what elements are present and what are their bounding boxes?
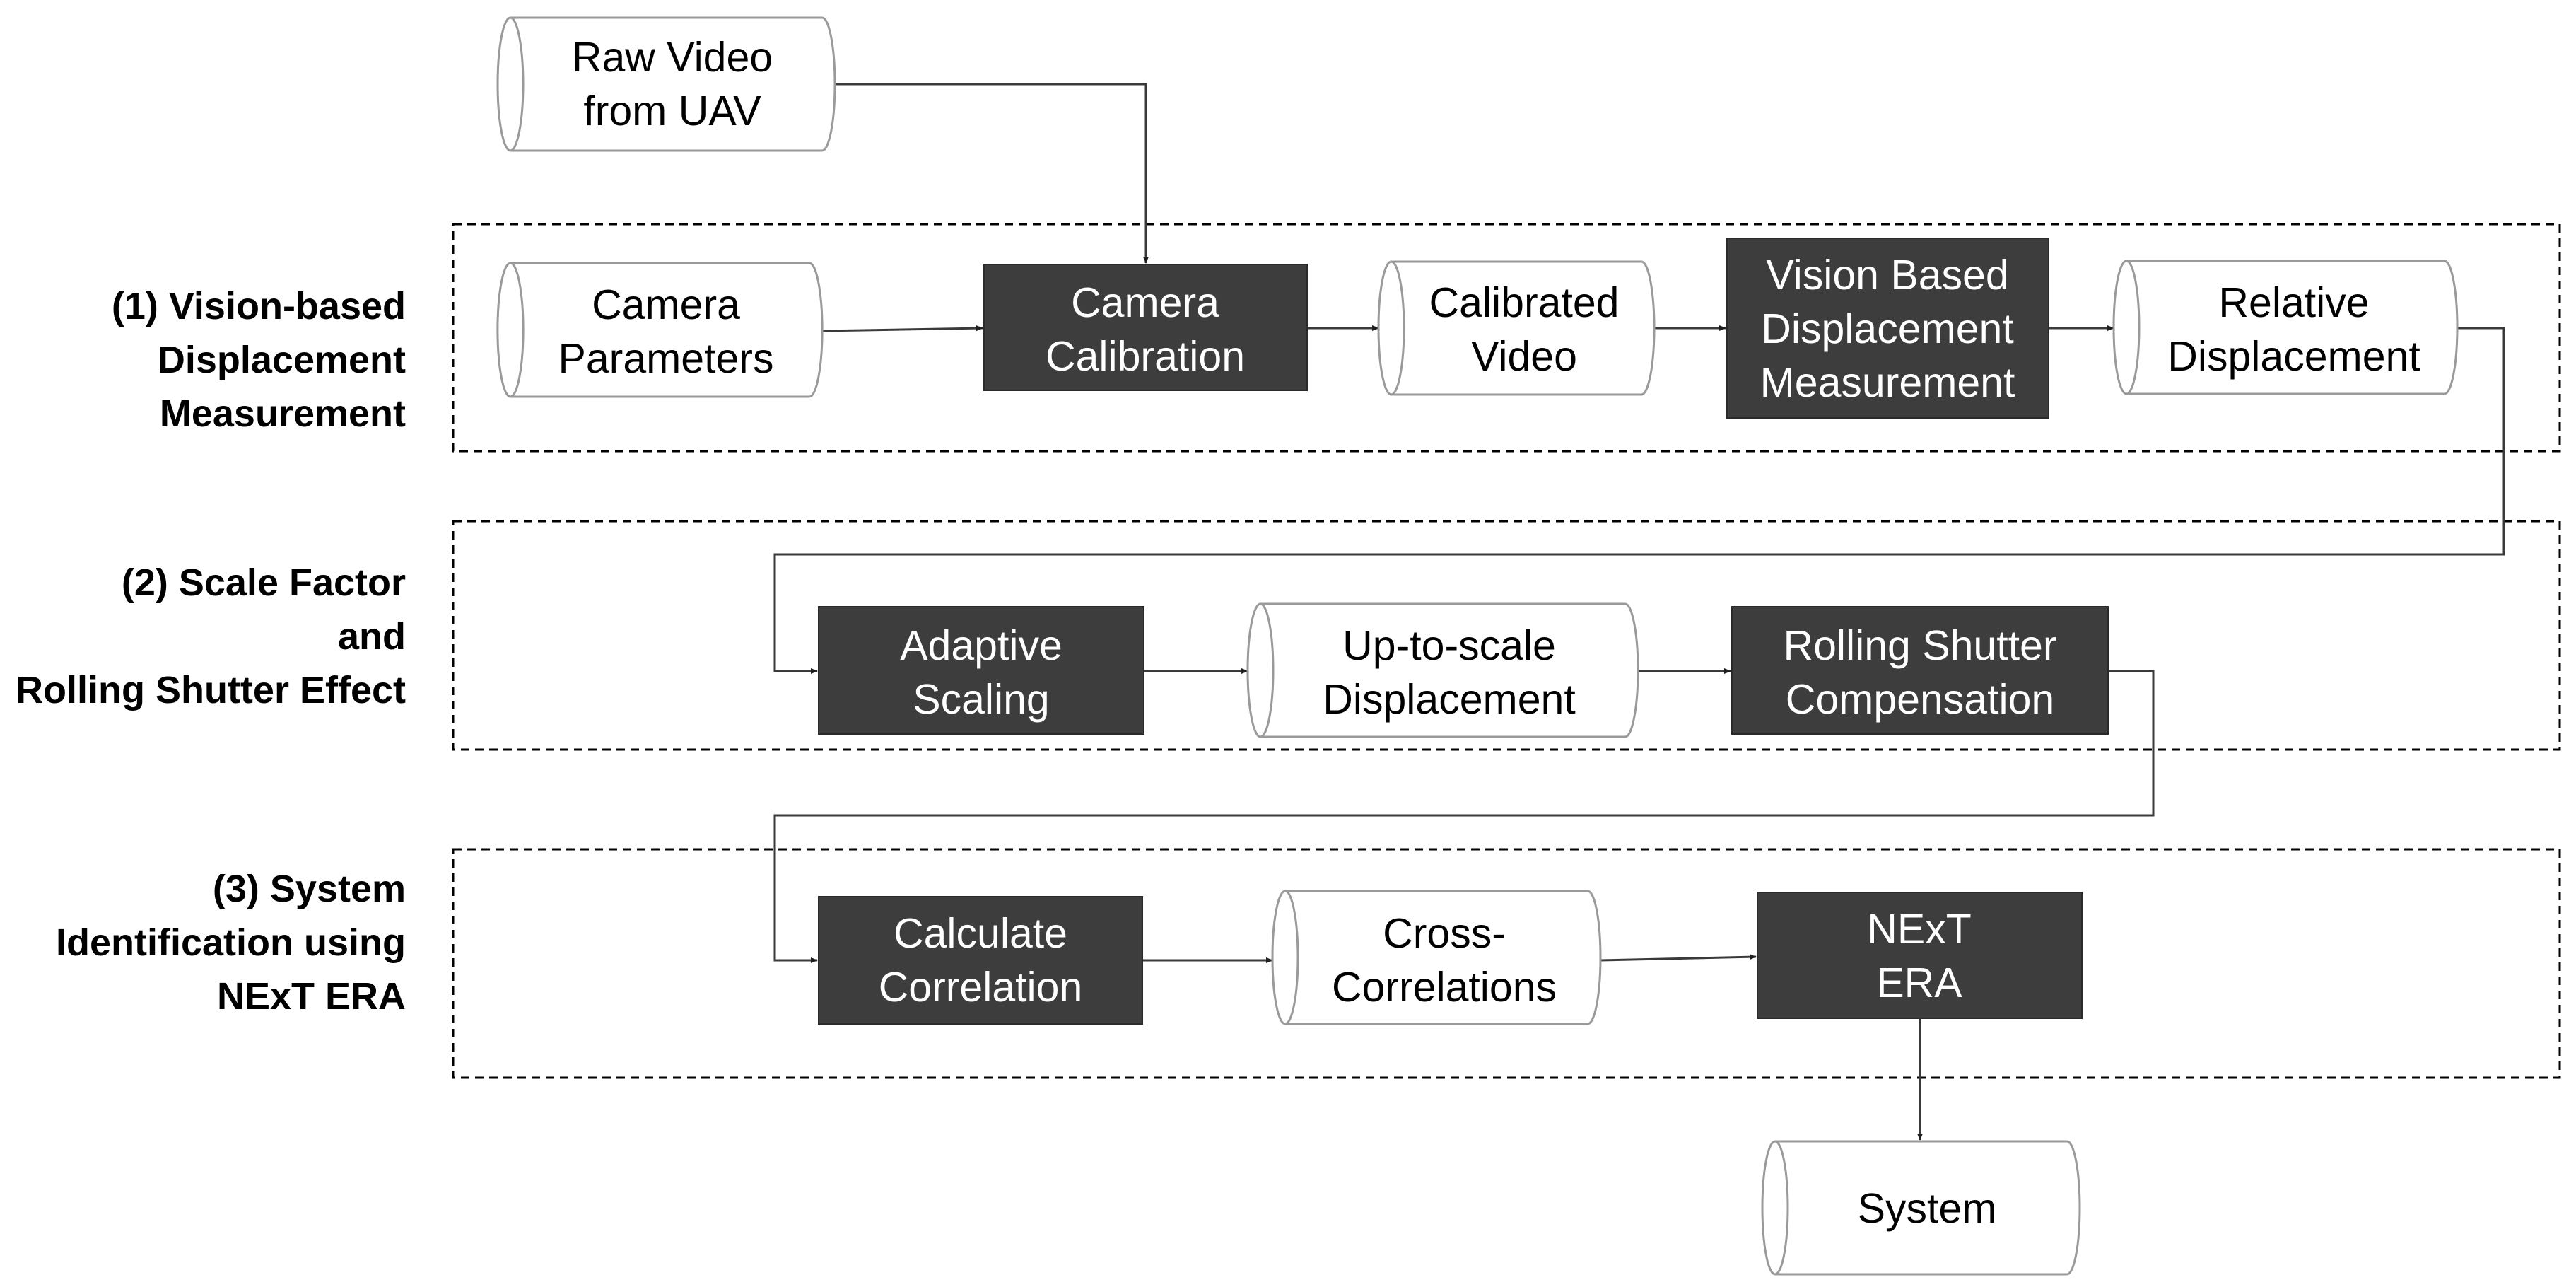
connectors xyxy=(773,83,2505,1141)
stage-3-box xyxy=(452,848,2561,1079)
node-rolling-shutter-line-1: Rolling Shutter xyxy=(1784,622,2057,669)
node-up-to-scale-line-1: Up-to-scale xyxy=(1342,622,1556,669)
node-camera-calibration[interactable]: Camera Calibration xyxy=(983,264,1308,391)
stage-2-box xyxy=(452,520,2561,751)
node-adaptive-scaling-line-2: Scaling xyxy=(913,676,1050,723)
node-adaptive-scaling[interactable]: Adaptive Scaling xyxy=(818,606,1144,735)
stage-1-box xyxy=(452,223,2561,453)
node-calibrated-video-line-2: Video xyxy=(1471,333,1577,380)
edge-camera-parameters-to-camera-calibration xyxy=(821,325,983,332)
svg-text:(3) System: (3) System xyxy=(213,868,406,910)
stage-2-label: (2) Scale Factor and Rolling Shutter Eff… xyxy=(16,561,406,711)
node-up-to-scale-displacement[interactable]: Up-to-scale Displacement xyxy=(1246,602,1639,738)
node-vision-based-displacement[interactable]: Vision Based Displacement Measurement xyxy=(1726,238,2049,419)
node-system[interactable]: System xyxy=(1761,1140,2081,1276)
svg-text:Displacement: Displacement xyxy=(158,339,406,381)
node-calibrated-video-line-1: Calibrated xyxy=(1429,279,1620,326)
edge-rolling-shutter-to-calculate-correlation xyxy=(773,670,2155,963)
node-camera-parameters-line-2: Parameters xyxy=(558,335,774,382)
node-rolling-shutter-compensation[interactable]: Rolling Shutter Compensation xyxy=(1731,606,2109,735)
node-calibrated-video[interactable]: Calibrated Video xyxy=(1377,260,1656,396)
node-raw-video[interactable]: Raw Video from UAV xyxy=(496,16,836,152)
node-next-era[interactable]: NExT ERA xyxy=(1757,892,2083,1019)
node-adaptive-scaling-line-1: Adaptive xyxy=(900,622,1062,669)
stage-3-label: (3) System Identification using NExT ERA xyxy=(56,868,406,1018)
node-camera-calibration-line-2: Calibration xyxy=(1046,333,1245,380)
svg-text:and: and xyxy=(338,615,406,658)
edge-raw-video-to-camera-calibration xyxy=(835,83,1149,264)
svg-text:Measurement: Measurement xyxy=(160,392,406,435)
node-next-era-line-1: NExT xyxy=(1867,906,1972,953)
svg-text:(1) Vision-based: (1) Vision-based xyxy=(112,285,406,327)
node-relative-displacement-line-2: Displacement xyxy=(2167,333,2420,380)
node-system-line-1: System xyxy=(1858,1185,1997,1232)
nodes: Raw Video from UAV Camera Parameters Cam… xyxy=(496,16,2459,1276)
edge-cross-correlations-to-next-era xyxy=(1600,954,1757,962)
svg-text:Rolling Shutter Effect: Rolling Shutter Effect xyxy=(16,669,406,711)
node-raw-video-line-2: from UAV xyxy=(583,88,761,134)
node-relative-displacement[interactable]: Relative Displacement xyxy=(2112,260,2459,395)
svg-text:(2) Scale Factor: (2) Scale Factor xyxy=(122,561,406,604)
node-cross-correlations-line-2: Correlations xyxy=(1332,964,1557,1011)
stage-1-label: (1) Vision-based Displacement Measuremen… xyxy=(112,285,406,435)
node-calculate-correlation-line-2: Correlation xyxy=(879,964,1083,1011)
node-vision-displacement-line-2: Displacement xyxy=(1761,305,2013,352)
node-calculate-correlation-line-1: Calculate xyxy=(894,910,1067,957)
edge-relative-displacement-to-adaptive-scaling xyxy=(773,327,2505,674)
node-rolling-shutter-line-2: Compensation xyxy=(1786,676,2054,723)
node-raw-video-line-1: Raw Video xyxy=(572,34,773,81)
node-calculate-correlation[interactable]: Calculate Correlation xyxy=(818,896,1143,1025)
node-cross-correlations[interactable]: Cross- Correlations xyxy=(1271,890,1602,1025)
node-up-to-scale-line-2: Displacement xyxy=(1323,676,1575,723)
node-camera-calibration-line-1: Camera xyxy=(1071,279,1219,326)
node-next-era-line-2: ERA xyxy=(1876,960,1962,1006)
svg-text:Identification using: Identification using xyxy=(56,921,406,964)
node-relative-displacement-line-1: Relative xyxy=(2218,279,2369,326)
node-camera-parameters[interactable]: Camera Parameters xyxy=(496,262,824,398)
node-camera-parameters-line-1: Camera xyxy=(592,281,740,328)
node-vision-displacement-line-3: Measurement xyxy=(1760,359,2015,406)
svg-text:NExT ERA: NExT ERA xyxy=(217,975,406,1018)
node-cross-correlations-line-1: Cross- xyxy=(1383,910,1506,957)
node-vision-displacement-line-1: Vision Based xyxy=(1766,252,2008,298)
